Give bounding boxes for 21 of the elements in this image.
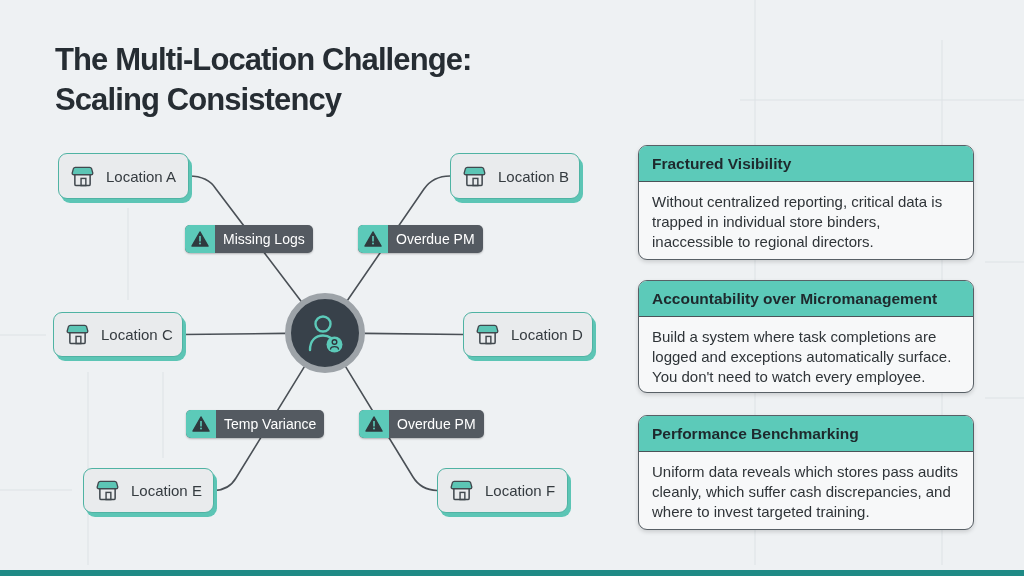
card-heading: Accountability over Micromanagement: [639, 281, 973, 317]
card-heading: Fractured Visibility: [639, 146, 973, 182]
title: The Multi-Location Challenge: Scaling Consistency: [55, 41, 473, 119]
card-heading: Performance Benchmarking: [639, 416, 973, 452]
info-card: [638, 280, 974, 393]
info-card: [638, 145, 974, 260]
connector-line: [364, 332, 464, 336]
edge-label: Temp Variance: [223, 415, 318, 434]
location-name: Location E: [131, 482, 202, 499]
info-card: [638, 415, 974, 530]
location-name: Location A: [106, 167, 177, 185]
card-text: Uniform data reveals which stores pass audits cleanly, which suffer cash discrepancies, and where to invest targeted training.: [651, 462, 959, 522]
location-name: Location B: [498, 167, 569, 185]
location-name: Location D: [511, 326, 583, 343]
location-name: Location C: [101, 326, 173, 343]
edge-label: Overdue PM: [396, 415, 477, 434]
card-text: Without centralized reporting, critical data is trapped in individual store binders, inaccessible to regional directors.: [651, 192, 944, 252]
card-text: Build a system where task completions are logged and exceptions automatically surface. You don't need to watch every employee.: [651, 327, 953, 387]
edge-label: Missing Logs: [222, 230, 306, 249]
edge-label: Overdue PM: [395, 230, 476, 249]
location-name: Location F: [485, 482, 556, 499]
